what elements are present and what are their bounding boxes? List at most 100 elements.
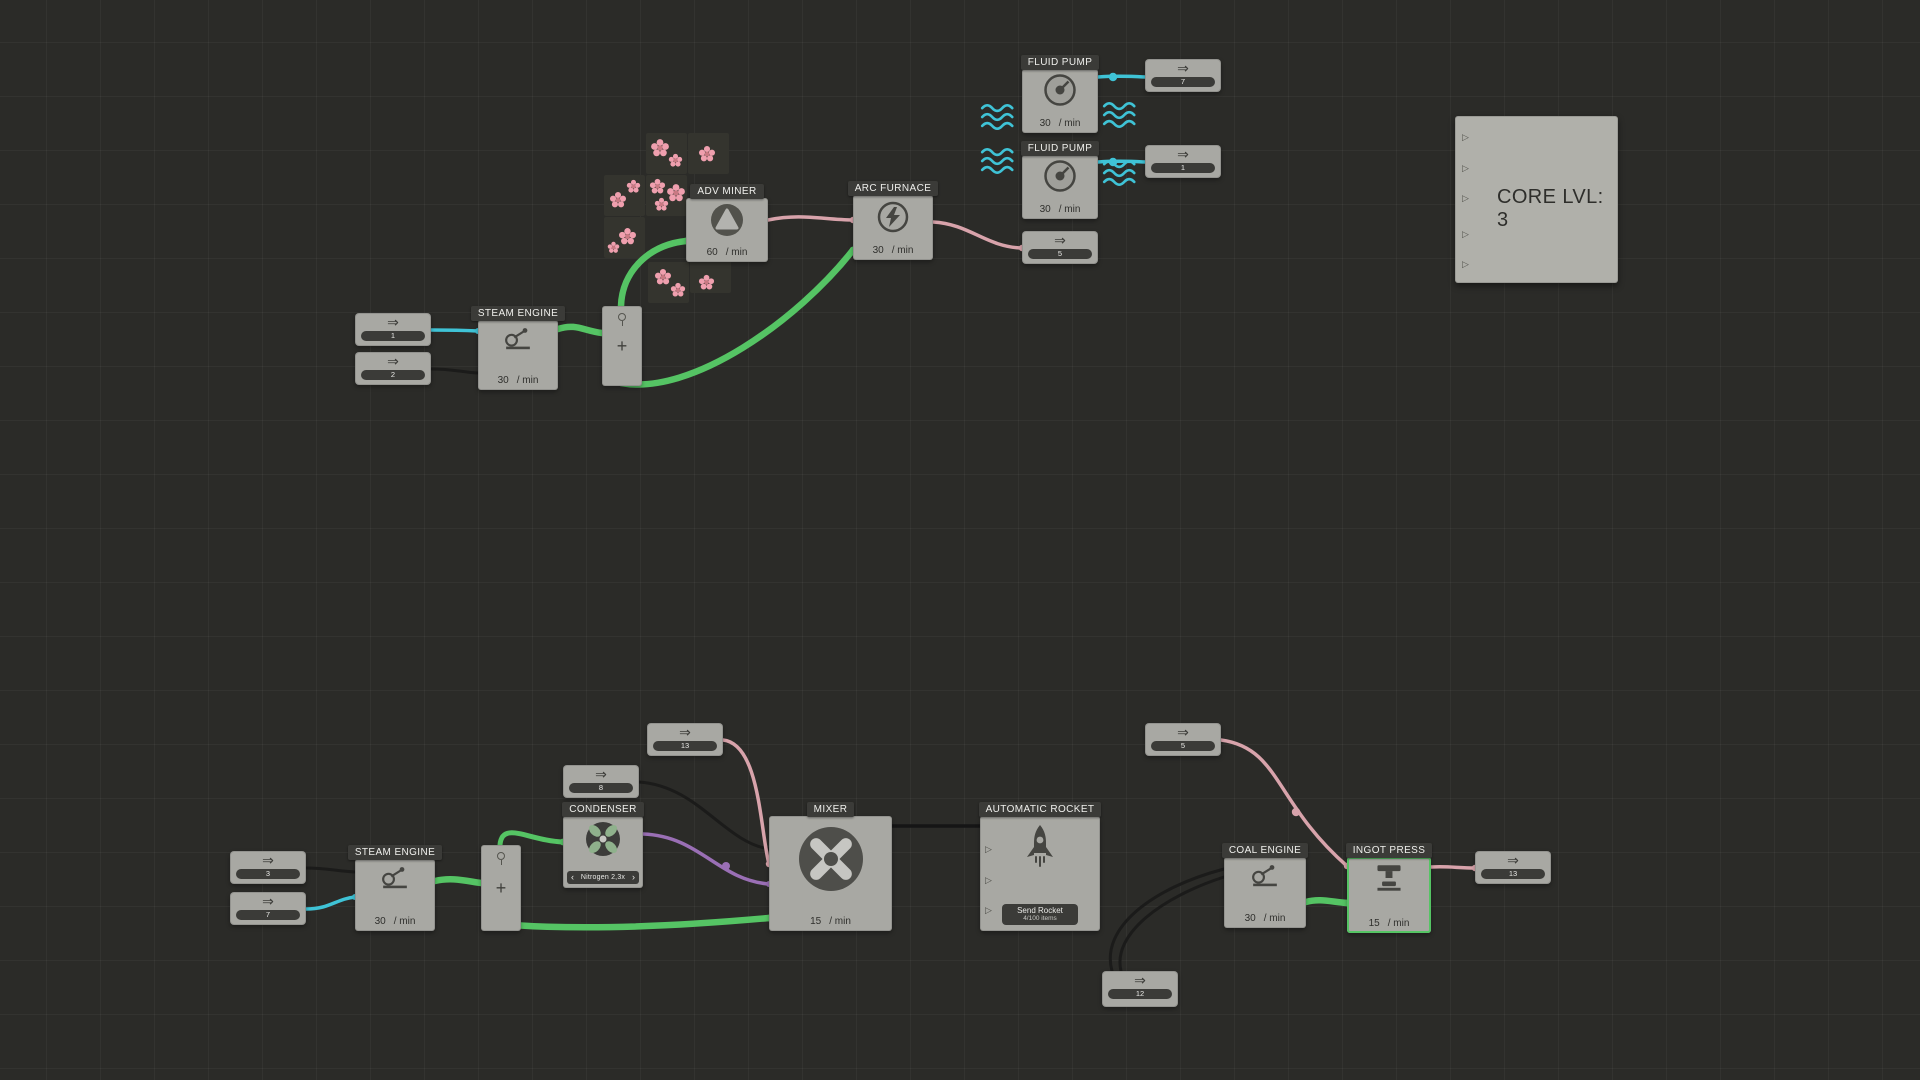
counter-press-in[interactable]: ⇒ 5 bbox=[1145, 723, 1221, 756]
counter-condenser-in[interactable]: ⇒ 8 bbox=[563, 765, 639, 798]
node-fluid-pump-2[interactable]: FLUID PUMP 30/ min bbox=[1020, 141, 1100, 219]
wire-counter8-to-mixer[interactable] bbox=[637, 780, 771, 851]
counter-press-out[interactable]: ⇒ 13 bbox=[1475, 851, 1551, 884]
node-body: 60/ min bbox=[686, 198, 768, 262]
next-recipe-button[interactable]: › bbox=[631, 872, 635, 882]
counter-value: 8 bbox=[569, 783, 633, 793]
core-port-icon[interactable]: ▷ bbox=[1462, 229, 1469, 239]
wire-junction-dot[interactable] bbox=[1291, 807, 1301, 817]
counter-value: 13 bbox=[1481, 869, 1545, 879]
wire-counter2-to-steam-engine[interactable] bbox=[429, 367, 480, 375]
pin-icon bbox=[618, 313, 626, 326]
node-body: 15/ min bbox=[1347, 857, 1431, 933]
wire-splitter2-to-mixer[interactable] bbox=[508, 914, 773, 931]
wire-adv-miner-to-arc-furnace[interactable] bbox=[766, 215, 855, 222]
counter-pump2-out[interactable]: ⇒ 1 bbox=[1145, 145, 1221, 178]
counter-value: 1 bbox=[1151, 163, 1215, 173]
node-automatic-rocket[interactable]: AUTOMATIC ROCKET ▷ ▷ ▷ Send Rocket 4/100… bbox=[978, 802, 1102, 931]
node-body: 30/ min bbox=[355, 859, 435, 931]
node-title: INGOT PRESS bbox=[1345, 843, 1433, 858]
press-icon bbox=[1374, 863, 1404, 893]
wire-counter3-to-steam-engine[interactable] bbox=[304, 866, 357, 874]
rate-label: 15/ min bbox=[1368, 918, 1410, 929]
counter-coal-in[interactable]: ⇒ 12 bbox=[1102, 971, 1178, 1007]
core-port-icon[interactable]: ▷ bbox=[1462, 259, 1469, 269]
wire-coal-engine-to-ingot-press[interactable] bbox=[1302, 897, 1351, 907]
arrow-icon: ⇒ bbox=[679, 724, 691, 740]
node-body: 30/ min bbox=[1224, 857, 1306, 928]
counter-value: 7 bbox=[1151, 77, 1215, 87]
wire-counter7-to-steam-engine[interactable] bbox=[304, 895, 357, 911]
mixer-blades-icon bbox=[796, 824, 866, 894]
counter-value: 13 bbox=[653, 741, 717, 751]
counter-bottom-in-7[interactable]: ⇒ 7 bbox=[230, 892, 306, 925]
node-title: FLUID PUMP bbox=[1020, 55, 1100, 70]
wire-steam-engine-to-splitter[interactable] bbox=[554, 323, 606, 337]
node-body: 30/ min bbox=[1022, 69, 1098, 133]
node-steam-engine-top[interactable]: STEAM ENGINE 30/ min bbox=[470, 306, 566, 390]
counter-value: 7 bbox=[236, 910, 300, 920]
wire-counter13-to-mixer[interactable] bbox=[721, 738, 771, 866]
engine-icon bbox=[504, 326, 532, 350]
counter-top-in-1[interactable]: ⇒ 1 bbox=[355, 313, 431, 346]
node-body: 30/ min bbox=[1022, 155, 1098, 219]
core-port-icon[interactable]: ▷ bbox=[1462, 193, 1469, 203]
engine-icon bbox=[1251, 863, 1279, 887]
wire-ingot-press-to-counter13[interactable] bbox=[1429, 864, 1477, 870]
arrow-icon: ⇒ bbox=[262, 852, 274, 868]
arrow-icon: ⇒ bbox=[1177, 724, 1189, 740]
wire-counter12-to-coal-engine[interactable] bbox=[1108, 867, 1226, 973]
rocket-progress-label: 4/100 items bbox=[1023, 915, 1057, 922]
node-ingot-press[interactable]: INGOT PRESS 15/ min bbox=[1345, 843, 1433, 933]
wire-junction-dot[interactable] bbox=[722, 862, 730, 870]
counter-top-in-2[interactable]: ⇒ 2 bbox=[355, 352, 431, 385]
counter-value: 5 bbox=[1151, 741, 1215, 751]
wire-counter1-to-steam-engine[interactable] bbox=[429, 328, 480, 333]
rocket-input-port-icon[interactable]: ▷ bbox=[985, 875, 992, 885]
node-adv-miner[interactable]: ADV MINER 60/ min bbox=[686, 184, 768, 262]
node-steam-engine-bottom[interactable]: STEAM ENGINE 30/ min bbox=[347, 845, 443, 931]
core-port-icon[interactable]: ▷ bbox=[1462, 163, 1469, 173]
counter-bottom-in-3[interactable]: ⇒ 3 bbox=[230, 851, 306, 884]
counter-pump1-out[interactable]: ⇒ 7 bbox=[1145, 59, 1221, 92]
node-title: STEAM ENGINE bbox=[347, 845, 443, 860]
counter-value: 2 bbox=[361, 370, 425, 380]
arrow-icon: ⇒ bbox=[1507, 852, 1519, 868]
send-rocket-label: Send Rocket bbox=[1017, 906, 1063, 915]
node-condenser[interactable]: CONDENSER ‹ Nitrogen 2,3x › bbox=[562, 802, 644, 888]
node-splitter-top[interactable]: + bbox=[602, 306, 642, 386]
send-rocket-button[interactable]: Send Rocket 4/100 items bbox=[1002, 904, 1078, 925]
wire-splitter-to-arc-furnace[interactable] bbox=[617, 246, 857, 388]
wire-arc-furnace-to-counter5[interactable] bbox=[931, 220, 1024, 250]
rocket-input-port-icon[interactable]: ▷ bbox=[985, 905, 992, 915]
node-title: STEAM ENGINE bbox=[470, 306, 566, 321]
counter-mixer-in[interactable]: ⇒ 13 bbox=[647, 723, 723, 756]
wire-splitter-to-adv-miner[interactable] bbox=[617, 237, 690, 310]
arrow-icon: ⇒ bbox=[1177, 60, 1189, 76]
node-coal-engine[interactable]: COAL ENGINE 30/ min bbox=[1221, 843, 1309, 928]
rocket-input-port-icon[interactable]: ▷ bbox=[985, 844, 992, 854]
prev-recipe-button[interactable]: ‹ bbox=[571, 872, 574, 882]
wire-counter5-to-ingot-press[interactable] bbox=[1219, 738, 1349, 868]
rate-label: 30/ min bbox=[1244, 913, 1286, 924]
node-mixer[interactable]: MIXER 15/ min bbox=[769, 802, 892, 931]
wire-fluid-pump1-to-counter[interactable] bbox=[1096, 74, 1147, 79]
node-arc-furnace[interactable]: ARC FURNACE 30/ min bbox=[847, 181, 939, 260]
node-splitter-bottom[interactable]: + bbox=[481, 845, 521, 931]
node-fluid-pump-1[interactable]: FLUID PUMP 30/ min bbox=[1020, 55, 1100, 133]
counter-furnace-out[interactable]: ⇒ 5 bbox=[1022, 231, 1098, 264]
wire-steam-engine-to-splitter2[interactable] bbox=[431, 876, 485, 887]
flower-tile bbox=[604, 175, 645, 216]
wire-condenser-to-mixer[interactable] bbox=[641, 832, 771, 886]
lightning-icon bbox=[876, 200, 910, 234]
wire-splitter2-to-condenser[interactable] bbox=[497, 830, 566, 848]
wire-junction-dot[interactable] bbox=[1108, 72, 1118, 82]
arrow-icon: ⇒ bbox=[595, 766, 607, 782]
core-level-panel[interactable]: ▷ ▷ ▷ ▷ ▷ CORE LVL: 3 bbox=[1455, 116, 1618, 283]
core-port-icon[interactable]: ▷ bbox=[1462, 132, 1469, 142]
counter-value: 1 bbox=[361, 331, 425, 341]
flower-tile bbox=[646, 133, 687, 174]
wire-counter12-to-coal-engine-2[interactable] bbox=[1118, 875, 1226, 973]
pin-icon bbox=[497, 852, 505, 865]
